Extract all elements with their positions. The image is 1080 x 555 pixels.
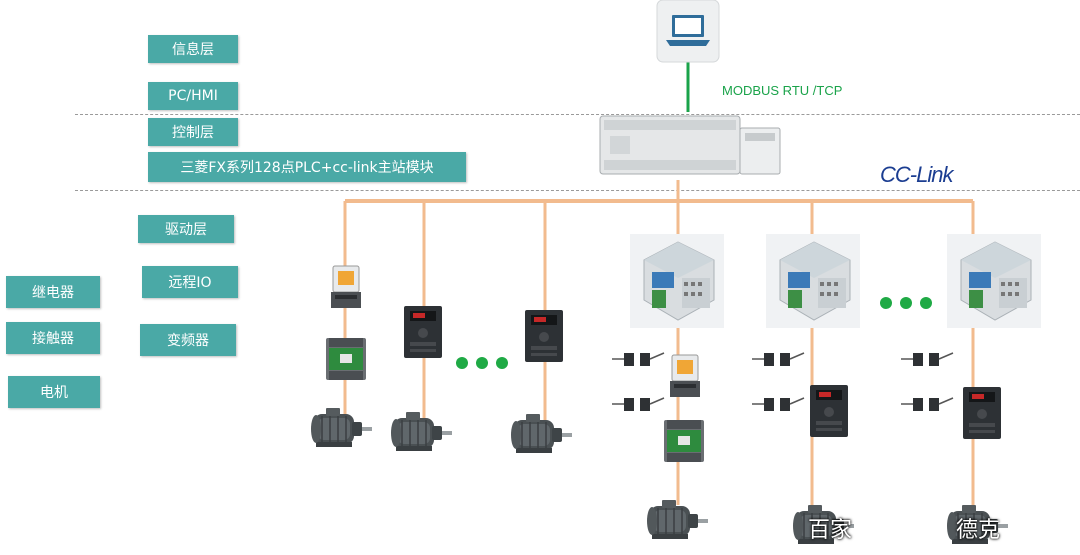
label-control-layer: 控制层 [148, 118, 238, 146]
motor-icon [646, 499, 709, 540]
label-pc-hmi: PC/HMI [148, 82, 238, 110]
motor-icon [510, 413, 573, 454]
contactor-icon [664, 420, 704, 462]
separator-control-drive [75, 190, 1080, 191]
motor-icon [390, 411, 453, 452]
separator-info-control [75, 114, 1080, 115]
remote-io-module-icon [765, 233, 861, 329]
label-info-layer: 信息层 [148, 35, 238, 63]
photoelectric-sensor-icon [611, 397, 665, 412]
inverter-icon [963, 387, 1001, 439]
inverter-icon [810, 385, 848, 437]
motor-icon [310, 407, 373, 448]
label-relay: 继电器 [6, 276, 100, 308]
pc-laptop-icon [656, 0, 720, 63]
remote-io-module-icon [629, 233, 725, 329]
label-motor: 电机 [8, 376, 100, 408]
ellipsis-dots [456, 357, 508, 369]
relay-icon [330, 265, 362, 309]
remote-io-module-icon [946, 233, 1042, 329]
photoelectric-sensor-icon [900, 397, 954, 412]
photoelectric-sensor-icon [900, 352, 954, 367]
watermark-right: 德克 [956, 518, 1001, 543]
label-contactor: 接触器 [6, 322, 100, 354]
watermark-left: 百家 [808, 518, 853, 543]
ellipsis-dots [880, 297, 932, 309]
photoelectric-sensor-icon [751, 397, 805, 412]
protocol-label: MODBUS RTU /TCP [722, 83, 843, 98]
plc-master-icon [599, 115, 781, 175]
cclink-logo: CC-Link [880, 162, 953, 187]
photoelectric-sensor-icon [611, 352, 665, 367]
contactor-icon [326, 338, 366, 380]
label-inverter: 变频器 [140, 324, 236, 356]
photoelectric-sensor-icon [751, 352, 805, 367]
label-remote-io: 远程IO [142, 266, 238, 298]
label-plc-description: 三菱FX系列128点PLC+cc-link主站模块 [148, 152, 466, 182]
inverter-icon [404, 306, 442, 358]
label-drive-layer: 驱动层 [138, 215, 234, 243]
inverter-icon [525, 310, 563, 362]
relay-icon [669, 354, 701, 398]
